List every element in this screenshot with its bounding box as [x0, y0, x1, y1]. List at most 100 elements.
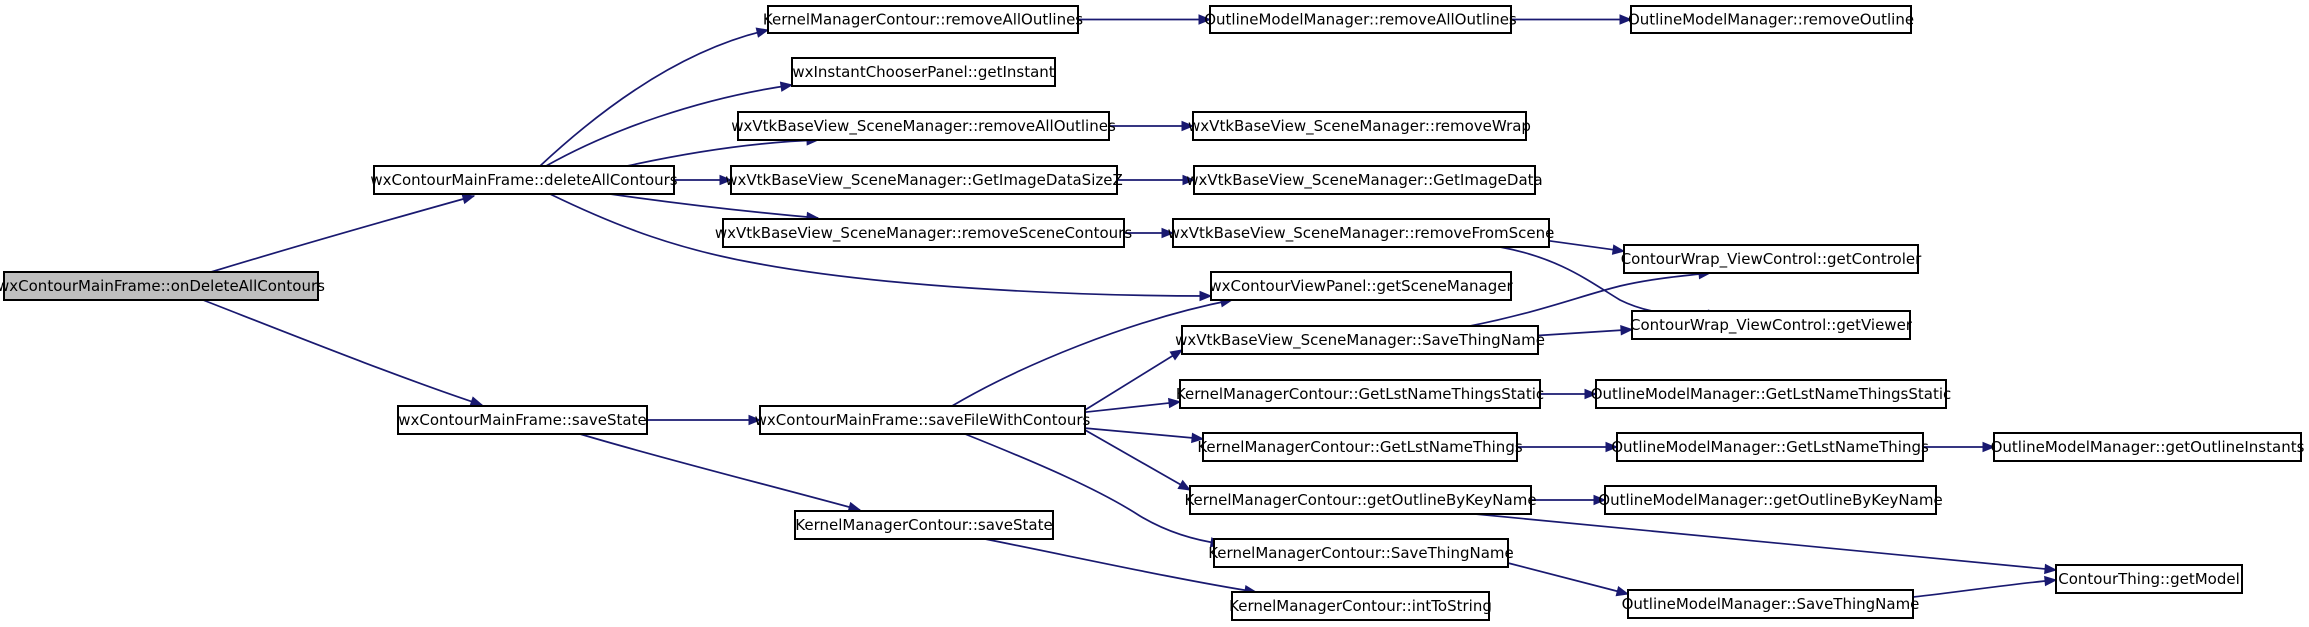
edge-kmcSaveThing-to-omSaveThing: [1507, 562, 1630, 597]
node-box: [1231, 591, 1490, 621]
node-kmcLst[interactable]: KernelManagerContour::GetLstNameThings: [1197, 432, 1523, 462]
edge-line: [1469, 272, 1711, 327]
node-box: [1172, 218, 1550, 248]
edge-line: [1912, 579, 2057, 598]
node-kmcGetOutline[interactable]: KernelManagerContour::getOutlineByKeyNam…: [1184, 485, 1537, 515]
node-label: KernelManagerContour::GetLstNameThings: [1197, 438, 1523, 456]
arrow-head: [779, 81, 794, 92]
node-box: [791, 57, 1056, 87]
node-omRemoveOutline[interactable]: OutlineModelManager::removeOutline: [1628, 5, 1914, 34]
node-box: [1209, 5, 1512, 34]
arrow-head: [1199, 290, 1213, 302]
edge-line: [539, 29, 769, 167]
node-kmcLstStatic[interactable]: KernelManagerContour::GetLstNameThingsSt…: [1176, 379, 1544, 409]
edge-saveState-to-kmcSaveState: [579, 433, 862, 513]
edge-kmcRemoveAll-to-omRemoveAll: [1078, 14, 1212, 25]
node-label: KernelManagerContour::getOutlineByKeyNam…: [1184, 491, 1536, 509]
node-label: wxVtkBaseView_SceneManager::GetImageData…: [725, 171, 1123, 190]
node-onDelete[interactable]: wxContourMainFrame::onDeleteAllContours: [0, 271, 325, 301]
node-box: [1627, 589, 1914, 619]
arrow-head: [1167, 397, 1182, 409]
node-cwGetCtrl[interactable]: ContourWrap_ViewControl::getControler: [1621, 244, 1922, 274]
edge-line: [626, 139, 819, 167]
edge-deleteAll-to-kmcRemoveAll: [539, 27, 770, 167]
node-label: KernelManagerContour::removeAllOutlines: [763, 11, 1083, 29]
node-box: [1616, 432, 1924, 462]
arrow-head: [1191, 432, 1205, 444]
node-omGetInstants[interactable]: OutlineModelManager::getOutlineInstants: [1991, 432, 2305, 462]
nodes-layer: wxContourMainFrame::onDeleteAllContoursw…: [0, 5, 2305, 621]
node-omRemoveAll[interactable]: OutlineModelManager::removeAllOutlines: [1204, 5, 1517, 34]
edge-line: [609, 193, 819, 219]
edge-line: [964, 433, 1223, 545]
node-label: OutlineModelManager::getOutlineByKeyName: [1598, 491, 1942, 509]
node-label: wxVtkBaseView_SceneManager::GetImageData: [1186, 171, 1542, 190]
node-kmcIntToStr[interactable]: KernelManagerContour::intToString: [1229, 591, 1492, 621]
node-cvpGetSM[interactable]: wxContourViewPanel::getSceneManager: [1209, 271, 1513, 301]
node-omLst[interactable]: OutlineModelManager::GetLstNameThings: [1611, 432, 1929, 462]
edge-deleteAll-to-smRemoveScene: [609, 193, 820, 223]
node-instChooser[interactable]: wxInstantChooserPanel::getInstant: [791, 57, 1056, 87]
node-box: [1993, 432, 2302, 462]
arrow-head: [1177, 479, 1192, 491]
node-omLstStatic[interactable]: OutlineModelManager::GetLstNameThingsSta…: [1591, 379, 1952, 409]
node-smRemoveFromScene[interactable]: wxVtkBaseView_SceneManager::removeFromSc…: [1168, 218, 1555, 248]
node-deleteAll[interactable]: wxContourMainFrame::deleteAllContours: [370, 165, 678, 195]
edge-onDelete-to-saveState: [202, 299, 484, 407]
edge-line: [984, 538, 1257, 593]
node-smRemoveWrap[interactable]: wxVtkBaseView_SceneManager::removeWrap: [1188, 111, 1531, 141]
node-label: wxContourMainFrame::deleteAllContours: [370, 171, 677, 189]
node-label: wxVtkBaseView_SceneManager::SaveThingNam…: [1175, 331, 1545, 350]
arrow-head: [1611, 244, 1626, 255]
node-box: [730, 165, 1118, 195]
node-label: OutlineModelManager::getOutlineInstants: [1991, 438, 2305, 456]
node-box: [3, 271, 319, 301]
node-label: OutlineModelManager::GetLstNameThingsSta…: [1591, 385, 1952, 403]
edge-line: [202, 299, 483, 406]
arrow-head: [1181, 120, 1195, 132]
node-smGetImgZ[interactable]: wxVtkBaseView_SceneManager::GetImageData…: [725, 165, 1123, 195]
edge-saveFile-to-kmcLst: [1084, 427, 1205, 444]
node-omGetOutline[interactable]: OutlineModelManager::getOutlineByKeyName: [1598, 485, 1943, 515]
arrow-head: [1182, 174, 1196, 186]
node-omSaveThing[interactable]: OutlineModelManager::SaveThingName: [1622, 589, 1920, 619]
node-box: [767, 5, 1079, 34]
edge-smGetImgZ-to-smGetImg: [1117, 174, 1196, 186]
node-smRemoveScene[interactable]: wxVtkBaseView_SceneManager::removeSceneC…: [715, 218, 1133, 248]
edge-line: [1474, 513, 2057, 571]
arrow-head: [719, 174, 733, 186]
arrow-head: [1593, 494, 1607, 506]
edge-saveFile-to-kmcGetOutline: [1084, 429, 1192, 491]
node-ctGetModel[interactable]: ContourThing::getModel: [2055, 564, 2243, 594]
node-kmcRemoveAll[interactable]: KernelManagerContour::removeAllOutlines: [763, 5, 1083, 34]
arrow-head: [748, 414, 762, 426]
node-kmcSaveThing[interactable]: KernelManagerContour::SaveThingName: [1208, 538, 1514, 568]
edge-omSaveThing-to-ctGetModel: [1912, 575, 2058, 598]
node-box: [1210, 271, 1512, 301]
edge-saveState-to-saveFile: [647, 414, 762, 426]
edge-smRemoveScene-to-smRemoveFromScene: [1124, 227, 1175, 239]
node-cwGetViewer[interactable]: ContourWrap_ViewControl::getViewer: [1630, 310, 1913, 340]
node-box: [1181, 325, 1539, 355]
node-box: [373, 165, 675, 195]
edge-line: [1084, 427, 1204, 440]
edge-saveFile-to-kmcLstStatic: [1084, 397, 1182, 414]
arrow-head: [1615, 586, 1630, 597]
node-saveState[interactable]: wxContourMainFrame::saveState: [397, 405, 648, 435]
edge-saveFile-to-smSaveThing: [1084, 349, 1184, 411]
node-smGetImg[interactable]: wxVtkBaseView_SceneManager::GetImageData: [1186, 165, 1543, 195]
node-box: [397, 405, 648, 435]
edge-line: [549, 193, 1212, 297]
edge-line: [1507, 562, 1629, 595]
node-box: [737, 111, 1110, 141]
node-label: wxVtkBaseView_SceneManager::removeAllOut…: [731, 117, 1116, 136]
edge-deleteAll-to-cvpGetSM: [549, 193, 1213, 302]
node-saveFile[interactable]: wxContourMainFrame::saveFileWithContours: [755, 405, 1091, 435]
node-smSaveThing[interactable]: wxVtkBaseView_SceneManager::SaveThingNam…: [1175, 325, 1545, 355]
node-label: ContourWrap_ViewControl::getViewer: [1630, 316, 1913, 335]
node-kmcSaveState[interactable]: KernelManagerContour::saveState: [794, 510, 1054, 540]
arrow-head: [469, 396, 484, 407]
node-smRemoveAll[interactable]: wxVtkBaseView_SceneManager::removeAllOut…: [731, 111, 1116, 141]
node-box: [794, 510, 1054, 540]
arrow-head: [2044, 563, 2058, 575]
